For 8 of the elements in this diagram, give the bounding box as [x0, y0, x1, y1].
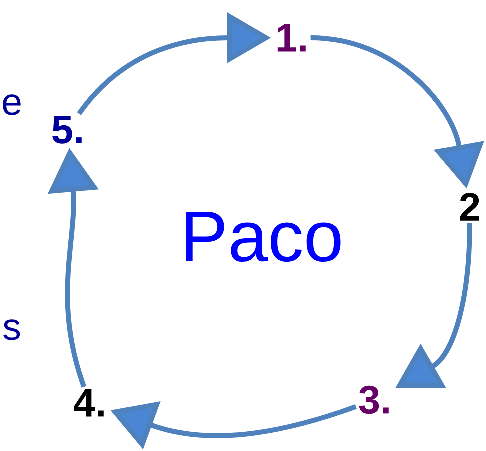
text-fragment: e	[3, 94, 21, 116]
step-number: 4.	[74, 389, 104, 417]
step-number: 2	[460, 193, 480, 221]
step-number: 5.	[52, 116, 82, 144]
step-number: 3.	[359, 386, 389, 414]
center-label: Paco	[186, 212, 341, 262]
text-fragment: s	[4, 320, 20, 340]
step-number: 1.	[278, 24, 306, 52]
